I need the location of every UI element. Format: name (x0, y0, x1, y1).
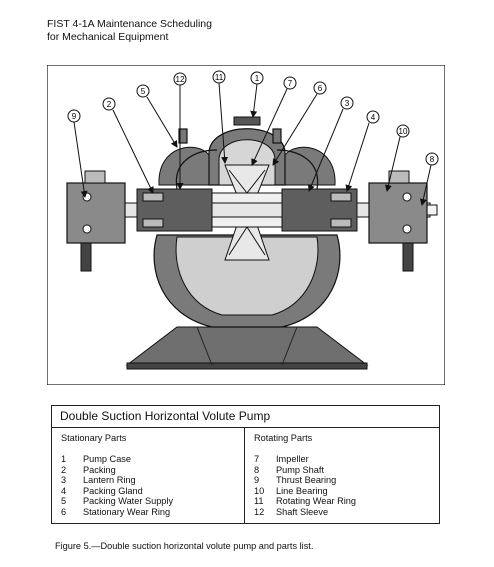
callout-10-label: 10 (399, 127, 408, 136)
stationary-parts-heading: Stationary Parts (61, 433, 127, 443)
callout-9: 9 (67, 109, 88, 198)
callout-3-label: 3 (345, 99, 350, 108)
callout-8-label: 8 (430, 155, 435, 164)
parts-list-title: Double Suction Horizontal Volute Pump (52, 406, 439, 428)
pump-drawing: 12 11 1 7 6 5 2 3 4 9 10 8 (46, 64, 446, 386)
callout-7-label: 7 (288, 79, 293, 88)
callout-2-label: 2 (107, 100, 112, 109)
pump-base (125, 326, 369, 370)
callout-9-label: 9 (72, 112, 77, 121)
bearing-housings (66, 170, 428, 272)
callout-2: 2 (102, 97, 154, 194)
callout-4: 4 (345, 110, 380, 192)
callout-11-label: 11 (215, 73, 224, 82)
pump-diagram: 12 11 1 7 6 5 2 3 4 9 10 8 (46, 64, 446, 386)
callout-6: 6 (272, 81, 327, 166)
callout-4-label: 4 (371, 113, 376, 122)
callout-8: 8 (419, 152, 439, 206)
callout-6-label: 6 (318, 84, 323, 93)
rotating-parts-heading: Rotating Parts (254, 433, 313, 443)
parts-list-table: Double Suction Horizontal Volute Pump St… (51, 405, 440, 524)
callout-3: 3 (308, 96, 354, 192)
header-line-1: FIST 4-1A Maintenance Scheduling (47, 18, 212, 30)
shaft-sleeves (136, 188, 358, 232)
header-line-2: for Mechanical Equipment (47, 31, 169, 43)
callout-7: 7 (251, 76, 297, 166)
callouts: 12 11 1 7 6 5 2 3 4 9 10 8 (67, 70, 439, 206)
callout-1-label: 1 (255, 74, 260, 83)
callout-12-label: 12 (176, 75, 185, 84)
figure-caption: Figure 5.—Double suction horizontal volu… (55, 541, 314, 551)
callout-10: 10 (385, 124, 410, 192)
callout-11: 11 (212, 70, 229, 164)
callout-5: 5 (136, 84, 178, 148)
callout-5-label: 5 (141, 87, 146, 96)
callout-12: 12 (173, 72, 187, 190)
document-header: FIST 4-1A Maintenance Scheduling for Mec… (47, 18, 212, 44)
callout-1: 1 (250, 71, 264, 118)
